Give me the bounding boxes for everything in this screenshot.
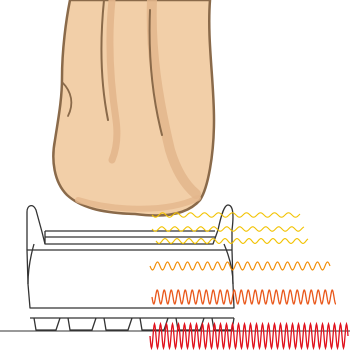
vibration-wave-6 <box>150 324 348 348</box>
vibration-wave-5 <box>152 290 336 304</box>
outsole-lugs <box>34 318 234 330</box>
heel-foot <box>53 0 214 215</box>
vibration-waves <box>150 213 348 348</box>
vibration-wave-4 <box>150 262 330 270</box>
shoe <box>0 205 350 331</box>
midsole-outline <box>27 250 234 308</box>
